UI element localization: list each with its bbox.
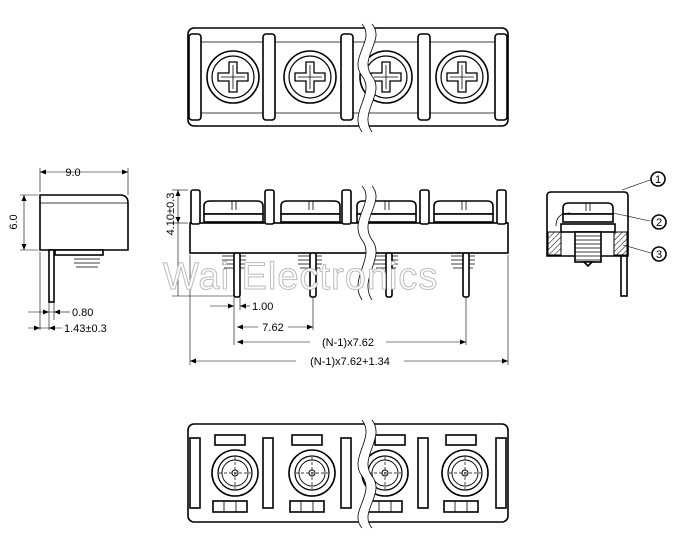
dimension-pitch: 7.62 <box>262 322 283 334</box>
dimension-pin-width: 0.80 <box>72 307 93 319</box>
callout-1: 1 <box>655 174 661 186</box>
screw-bottom-4 <box>441 449 489 497</box>
callout-3: 3 <box>656 249 662 261</box>
dimension-pin-diameter: 1.00 <box>252 301 273 313</box>
screw-head-4 <box>435 50 489 104</box>
watermark-text: Wai Electronics <box>163 256 438 298</box>
pins-front <box>222 252 475 298</box>
callout-2: 2 <box>656 217 662 229</box>
section-view: 1 2 3 <box>546 171 667 297</box>
dimension-pin-offset: 1.43±0.3 <box>64 323 107 335</box>
screw-bottom-2 <box>288 449 336 497</box>
top-view <box>187 23 509 133</box>
screw-head-2 <box>283 50 337 104</box>
bottom-view <box>187 419 509 529</box>
dimension-width: 9.0 <box>65 167 80 179</box>
dimension-screw-height: 4.10±0.3 <box>165 193 177 236</box>
front-view: 4.10±0.3 1.00 7.62 (N-1)x7.62 (N-1)x7.62… <box>165 185 509 368</box>
dimension-height: 6.0 <box>8 214 20 229</box>
screw-head-1 <box>206 50 260 104</box>
dimension-span: (N-1)x7.62 <box>322 337 374 349</box>
screw-bottom-1 <box>211 449 259 497</box>
dimension-overall: (N-1)x7.62+1.34 <box>310 356 390 368</box>
side-view: 9.0 6.0 0.80 1.43±0.3 <box>8 167 129 335</box>
